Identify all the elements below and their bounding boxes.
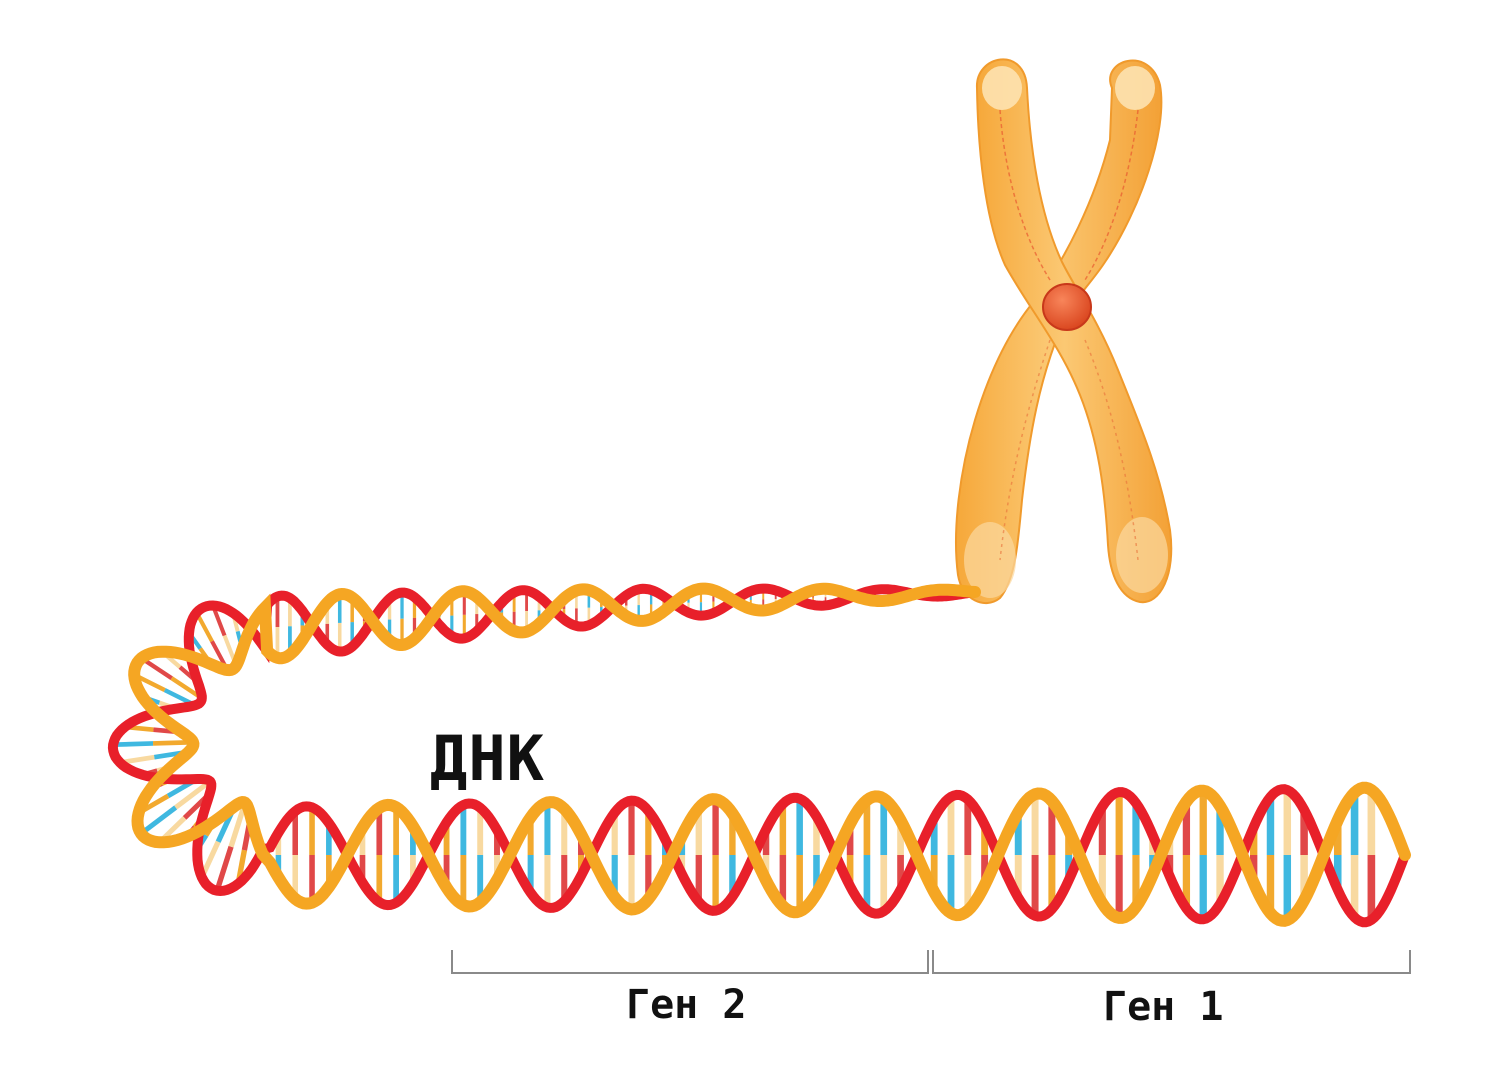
base-pair-half (139, 805, 178, 836)
chromatin-fibre (999, 109, 1051, 281)
gene-1-label: Ген 1 (1103, 984, 1224, 1030)
dna-label: ДНК (430, 722, 545, 795)
base-pair-half (214, 845, 234, 892)
chromatid-cap (1115, 66, 1155, 110)
chromatin-fibre (1084, 109, 1139, 281)
chromatid-cap (1116, 517, 1168, 593)
dna-strand-orange (128, 582, 1411, 927)
base-pair-half (113, 741, 154, 748)
chromatid-cap (982, 66, 1022, 110)
centromere (1042, 283, 1092, 331)
dna-double-helix (107, 582, 1411, 928)
chromatid-cap (964, 522, 1016, 598)
dna-strand-red (107, 583, 1410, 928)
gene-2-bracket (451, 950, 929, 974)
gene-1-bracket (932, 950, 1411, 974)
gene-2-label: Ген 2 (626, 982, 747, 1028)
chromatid-left (975, 58, 1173, 604)
gene-brackets (451, 950, 1411, 974)
base-pair-half (174, 779, 212, 810)
chromosome-icon (954, 58, 1173, 604)
